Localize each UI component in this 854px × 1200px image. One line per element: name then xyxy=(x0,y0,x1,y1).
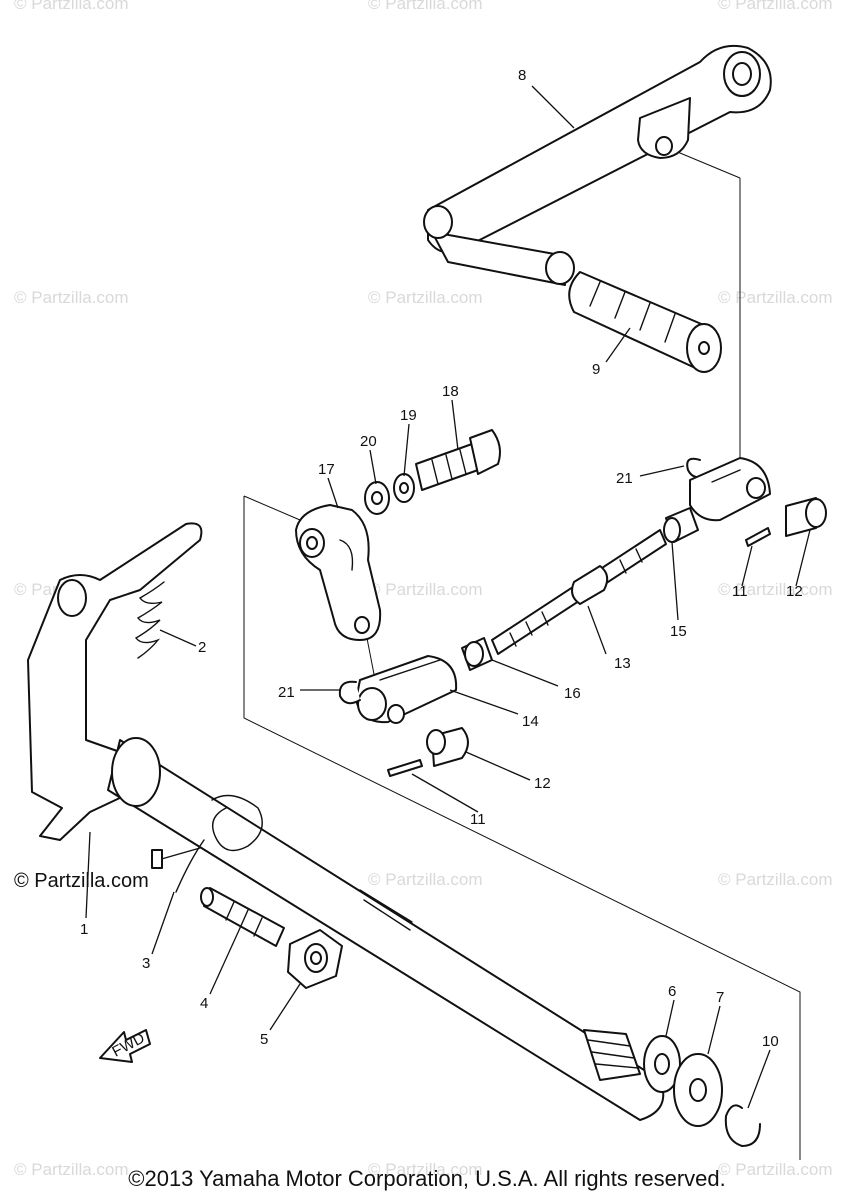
callout-16: 16 xyxy=(564,685,581,702)
callout-leader-lines xyxy=(85,85,811,1109)
clevis-lower xyxy=(355,655,458,724)
forward-direction-arrow: FWD xyxy=(99,1029,151,1063)
watermark: © Partzilla.com xyxy=(14,288,129,307)
nut-16 xyxy=(461,637,493,671)
clevis-pin-upper xyxy=(785,497,827,537)
washer-6 xyxy=(643,1035,681,1093)
callout-17: 17 xyxy=(318,461,335,478)
pedal-foot-rubber xyxy=(568,271,722,373)
stud-bolt xyxy=(200,887,285,947)
callout-19: 19 xyxy=(400,407,417,424)
callout-11-lower: 11 xyxy=(470,811,486,828)
callout-6: 6 xyxy=(668,983,676,1000)
cotter-pin-lower xyxy=(387,759,423,777)
torsion-spring xyxy=(151,794,263,893)
callout-3: 3 xyxy=(142,955,150,972)
watermark: © Partzilla.com xyxy=(718,580,833,599)
washer-20 xyxy=(364,481,390,515)
watermark: © Partzilla.com xyxy=(368,870,483,889)
callout-18: 18 xyxy=(442,383,459,400)
watermark: © Partzilla.com xyxy=(368,0,483,13)
callout-20: 20 xyxy=(360,433,377,450)
cotter-pin-upper xyxy=(745,527,771,547)
callout-7: 7 xyxy=(716,989,724,1006)
callout-5: 5 xyxy=(260,1031,268,1048)
brake-rod xyxy=(491,529,667,655)
bolt xyxy=(415,429,501,491)
callout-21-upper: 21 xyxy=(616,470,633,487)
circlip-lower xyxy=(338,680,361,705)
callout-8: 8 xyxy=(518,67,526,84)
copyright-notice: ©2013 Yamaha Motor Corporation, U.S.A. A… xyxy=(128,1166,726,1191)
watermark: © Partzilla.com xyxy=(368,580,483,599)
return-spring xyxy=(134,581,165,659)
callout-1: 1 xyxy=(80,921,88,938)
callout-10: 10 xyxy=(762,1033,779,1050)
watermark: © Partzilla.com xyxy=(14,1160,129,1179)
callout-12-lower: 12 xyxy=(534,775,551,792)
watermark-main: © Partzilla.com xyxy=(14,870,149,892)
brake-shaft-with-lever xyxy=(27,522,665,1121)
callout-12-upper: 12 xyxy=(786,583,803,600)
clevis-pin-lower xyxy=(426,727,469,767)
callout-labels: 8 9 18 19 20 17 21 15 11 12 13 16 14 21 … xyxy=(80,67,803,1050)
callout-21-lower: 21 xyxy=(278,684,295,701)
watermark: © Partzilla.com xyxy=(14,0,129,13)
callout-15: 15 xyxy=(670,623,687,640)
callout-9: 9 xyxy=(592,361,600,378)
clevis-upper xyxy=(689,457,771,522)
hex-nut xyxy=(287,929,343,989)
watermark: © Partzilla.com xyxy=(368,1160,483,1179)
brake-lever-arm xyxy=(295,504,382,641)
clip-10 xyxy=(724,1104,761,1147)
washer-19 xyxy=(393,473,415,503)
callout-11-upper: 11 xyxy=(732,583,748,600)
watermark: © Partzilla.com xyxy=(718,870,833,889)
assembly-guide-lines xyxy=(243,147,801,1160)
washer-7 xyxy=(673,1053,723,1127)
callout-14: 14 xyxy=(522,713,539,730)
watermark: © Partzilla.com xyxy=(718,0,833,13)
watermark: © Partzilla.com xyxy=(718,288,833,307)
callout-2: 2 xyxy=(198,639,206,656)
watermark: © Partzilla.com xyxy=(718,1160,833,1179)
nut-15 xyxy=(663,507,699,543)
brake-pedal-arm xyxy=(423,44,772,286)
callout-4: 4 xyxy=(200,995,208,1012)
callout-13: 13 xyxy=(614,655,631,672)
watermark: © Partzilla.com xyxy=(368,288,483,307)
